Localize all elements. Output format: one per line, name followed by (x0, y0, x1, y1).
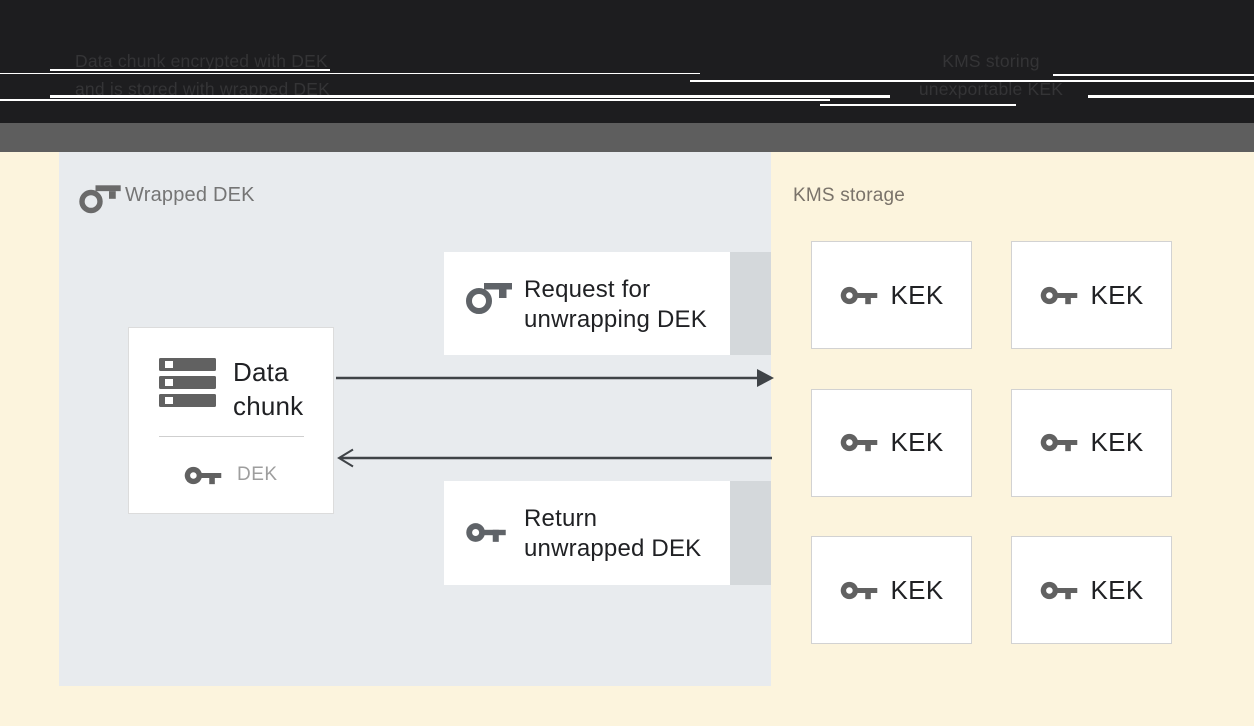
glitch-stripe (0, 99, 830, 101)
kek-box: KEK (811, 536, 972, 644)
kek-box: KEK (1011, 241, 1172, 349)
storage-stack-icon (159, 358, 216, 412)
request-label: Request for unwrapping DEK (524, 275, 707, 334)
glitch-stripe (690, 80, 1254, 82)
glitch-stripe (1088, 95, 1254, 98)
glitch-stripe (820, 103, 1016, 106)
request-label-line: Request for (524, 276, 651, 303)
kms-boundary-strip (730, 481, 771, 585)
data-chunk-label: Data chunk (233, 355, 303, 423)
key-solid-icon (1040, 578, 1078, 603)
data-chunk-label-line: chunk (233, 391, 304, 421)
caption-kms: KMS storing unexportable KEK (862, 48, 1120, 103)
glitch-stripe (0, 72, 700, 74)
kek-box: KEK (1011, 388, 1172, 497)
return-label-line: Return (524, 505, 598, 532)
header-dark-band (0, 0, 1254, 123)
divider (159, 436, 304, 437)
key-solid-icon (184, 463, 222, 493)
key-solid-icon (840, 578, 878, 603)
return-label: Return unwrapped DEK (524, 504, 701, 563)
key-solid-icon (840, 283, 878, 308)
request-unwrap-box: Request for unwrapping DEK (444, 252, 730, 355)
return-label-line: unwrapped DEK (524, 534, 702, 562)
kek-grid: KEK KEK KEK KEK KEK KEK (811, 241, 1172, 644)
request-label-line: unwrapping DEK (524, 305, 707, 333)
kek-label: KEK (1090, 574, 1144, 605)
kek-label: KEK (890, 427, 944, 457)
caption-line: Data chunk encrypted with DEK (75, 51, 328, 71)
kek-label: KEK (890, 574, 944, 605)
caption-line: unexportable KEK (918, 78, 1064, 99)
return-unwrapped-box: Return unwrapped DEK (444, 481, 730, 585)
glitch-stripe (50, 95, 890, 98)
dek-label: DEK (237, 464, 278, 485)
wrapped-key-outline-icon (466, 276, 512, 321)
caption-line: KMS storing (942, 51, 1040, 71)
key-solid-icon (466, 519, 506, 551)
kek-label: KEK (1090, 427, 1144, 457)
key-solid-icon (840, 430, 878, 455)
glitch-stripe (50, 68, 330, 71)
caption-line: and is stored with wrapped DEK (75, 78, 331, 99)
key-solid-icon (1040, 283, 1078, 308)
kek-box: KEK (811, 241, 972, 349)
caption-wrapped-dek: Data chunk encrypted with DEK and is sto… (75, 48, 435, 103)
kms-storage-title: KMS storage (793, 185, 906, 206)
kek-label: KEK (890, 279, 944, 310)
kek-box: KEK (811, 388, 972, 497)
kms-boundary-strip (730, 252, 771, 355)
data-chunk-box: Data chunk DEK (128, 327, 334, 514)
key-solid-icon (1040, 430, 1078, 455)
wrapped-key-outline-icon (79, 179, 121, 220)
kek-box: KEK (1011, 536, 1172, 644)
kek-label: KEK (1090, 279, 1144, 310)
header-gray-bar (0, 123, 1254, 152)
glitch-stripe (1053, 73, 1254, 76)
data-chunk-label-line: Data (233, 357, 289, 387)
panel-title: Wrapped DEK (125, 184, 255, 206)
